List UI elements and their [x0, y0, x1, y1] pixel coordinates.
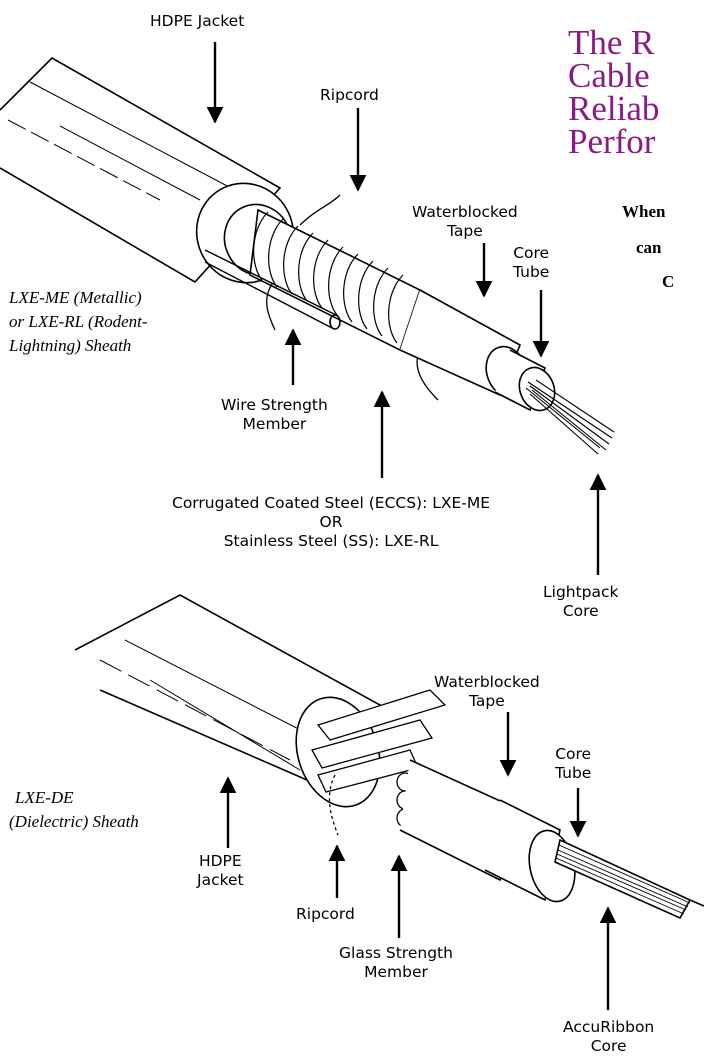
label-ripcord-bottom: Ripcord — [296, 905, 355, 924]
label-hdpe-jacket-top: HDPE Jacket — [150, 12, 244, 31]
label-line: Stainless Steel (SS): LXE-RL — [172, 532, 490, 551]
sheath-line: Lightning) Sheath — [9, 334, 148, 358]
label-line: Jacket — [197, 871, 244, 890]
label-hdpe-jacket-bottom: HDPE Jacket — [197, 852, 244, 890]
label-line: HDPE — [197, 852, 244, 871]
headline-line: Perfor — [568, 125, 659, 158]
intro-line: When — [622, 200, 665, 224]
label-lightpack-core: Lightpack Core — [543, 583, 619, 621]
label-steel-armor: Corrugated Coated Steel (ECCS): LXE-ME O… — [172, 494, 490, 551]
sheath-line: or LXE-RL (Rodent- — [9, 310, 148, 334]
label-accuribbon-core: AccuRibbon Core — [563, 1018, 654, 1056]
headline-line: Reliab — [568, 92, 659, 125]
label-line: Core — [513, 244, 549, 263]
bottom-cable-drawing — [75, 595, 704, 918]
label-line: Waterblocked — [412, 203, 518, 222]
label-line: Wire Strength — [221, 396, 328, 415]
label-line: Waterblocked — [434, 673, 540, 692]
headline-line: The R — [568, 26, 659, 59]
label-line: Core — [563, 1037, 654, 1056]
intro-line: can — [636, 236, 662, 260]
label-glass-strength-member: Glass Strength Member — [339, 944, 453, 982]
label-line: Core — [555, 745, 591, 764]
label-line: Core — [543, 602, 619, 621]
label-line: AccuRibbon — [563, 1018, 654, 1037]
label-line: Glass Strength — [339, 944, 453, 963]
label-line: Lightpack — [543, 583, 619, 602]
sheath-line: (Dielectric) Sheath — [9, 810, 139, 834]
label-line: Tape — [412, 222, 518, 241]
label-line: Tube — [513, 263, 549, 282]
label-line: Member — [339, 963, 453, 982]
sheath-label-bottom: LXE-DE (Dielectric) Sheath — [9, 786, 139, 834]
sheath-label-top: LXE-ME (Metallic) or LXE-RL (Rodent- Lig… — [9, 286, 148, 358]
label-core-tube-bottom: Core Tube — [555, 745, 591, 783]
sheath-line: LXE-ME (Metallic) — [9, 286, 148, 310]
label-line: Tube — [555, 764, 591, 783]
label-line: Tape — [434, 692, 540, 711]
label-waterblocked-tape-bottom: Waterblocked Tape — [434, 673, 540, 711]
label-line: Member — [221, 415, 328, 434]
headline-line: Cable — [568, 59, 659, 92]
label-core-tube-top: Core Tube — [513, 244, 549, 282]
intro-line: C — [662, 270, 674, 294]
label-wire-strength-member: Wire Strength Member — [221, 396, 328, 434]
sheath-line: LXE-DE — [9, 786, 139, 810]
label-line: Corrugated Coated Steel (ECCS): LXE-ME — [172, 494, 490, 513]
headline: The R Cable Reliab Perfor — [568, 26, 659, 158]
label-ripcord-top: Ripcord — [320, 86, 379, 105]
label-line: OR — [172, 513, 490, 532]
label-waterblocked-tape-top: Waterblocked Tape — [412, 203, 518, 241]
